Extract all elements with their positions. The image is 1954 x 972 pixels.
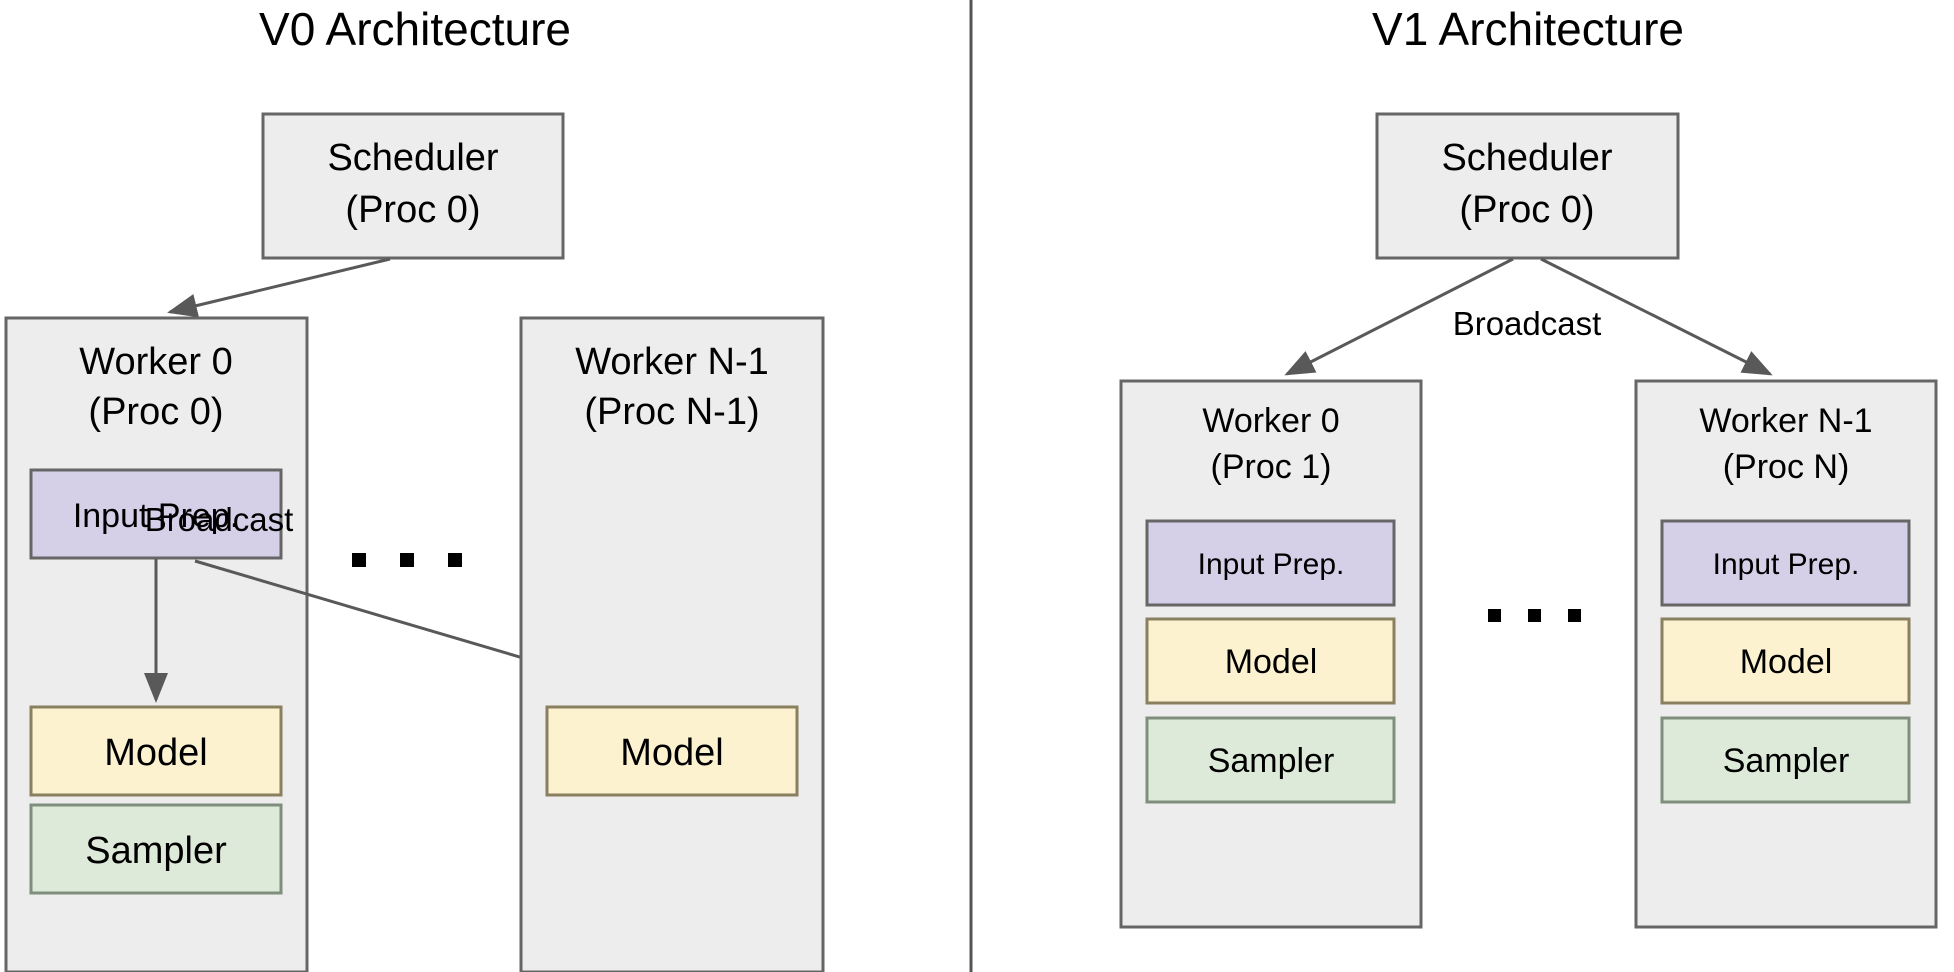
v1-edge-scheduler-to-workern1: [1540, 257, 1773, 376]
v1-worker-n1-title-line2: (Proc N): [1723, 448, 1850, 486]
v1-ellipsis-dot-3: [1568, 609, 1581, 622]
v1-scheduler-box[interactable]: [1375, 112, 1680, 260]
v1-worker-0-sampler-node[interactable]: Sampler: [1145, 716, 1396, 804]
v1-worker-0-input-prep-label: Input Prep.: [1198, 548, 1345, 581]
v0-worker-n1-box[interactable]: [519, 316, 825, 972]
v1-ellipsis-dot-1: [1488, 609, 1501, 622]
v0-worker-0-sampler-box[interactable]: [29, 803, 283, 895]
v1-ellipsis-dot-2: [1528, 609, 1541, 622]
v1-worker-0-input-prep-box[interactable]: [1145, 519, 1396, 607]
v0-worker-0-title-line1: Worker 0: [79, 341, 232, 383]
panel-title-v1: V1 Architecture: [1372, 3, 1684, 55]
v0-worker-0-sampler-node[interactable]: Sampler: [29, 803, 283, 895]
v1-worker-0-sampler-box[interactable]: [1145, 716, 1396, 804]
v0-worker-0-model-box[interactable]: [29, 705, 283, 797]
v0-worker-0-model-node[interactable]: Model: [29, 705, 283, 797]
v1-worker-n1-sampler-box[interactable]: [1660, 716, 1911, 804]
v1-edge-scheduler-to-worker0: [1284, 257, 1514, 376]
v1-worker-n1-input-prep-node[interactable]: Input Prep.: [1660, 519, 1911, 607]
v1-scheduler-label-line2: (Proc 0): [1459, 189, 1594, 231]
v1-worker-0-input-prep-node[interactable]: Input Prep.: [1145, 519, 1396, 607]
v0-scheduler-label-line2: (Proc 0): [345, 189, 480, 231]
v1-worker-n1-title-line1: Worker N-1: [1699, 402, 1872, 440]
v1-scheduler-label-line1: Scheduler: [1441, 137, 1612, 179]
v1-worker-n1-sampler-label: Sampler: [1723, 742, 1850, 780]
v0-worker-n1-title-line2: (Proc N-1): [584, 391, 759, 433]
v0-worker-0-input-prep-node[interactable]: Input Prep.: [29, 468, 283, 560]
v1-broadcast-label: Broadcast: [1453, 305, 1602, 342]
v0-scheduler-box[interactable]: [261, 112, 565, 260]
v1-worker-0-title-line1: Worker 0: [1202, 402, 1339, 440]
v1-worker-0-sampler-label: Sampler: [1208, 742, 1335, 780]
v0-ellipsis-dot-1: [352, 553, 366, 567]
v0-worker-0-sampler-label: Sampler: [85, 830, 227, 872]
v0-scheduler-label-line1: Scheduler: [327, 137, 498, 179]
v1-worker-n1-input-prep-box[interactable]: [1660, 519, 1911, 607]
v0-worker-n1-title-line1: Worker N-1: [575, 341, 769, 383]
v1-worker-n1-container[interactable]: Worker N-1 (Proc N) Input Prep. Model Sa…: [1634, 379, 1938, 929]
v0-ellipsis: [352, 553, 462, 567]
v0-worker-n1-model-box[interactable]: [545, 705, 799, 797]
v1-worker-n1-model-node[interactable]: Model: [1660, 617, 1911, 705]
v1-scheduler-node[interactable]: Scheduler (Proc 0): [1375, 112, 1680, 260]
v0-worker-0-model-label: Model: [104, 732, 208, 774]
v0-worker-n1-model-label: Model: [620, 732, 724, 774]
v1-worker-0-model-box[interactable]: [1145, 617, 1396, 705]
v1-worker-0-title-line2: (Proc 1): [1211, 448, 1332, 486]
v0-edge-scheduler-to-worker0: [167, 257, 391, 318]
panel-title-v0: V0 Architecture: [259, 3, 571, 55]
panel-v0: V0 Architecture Scheduler (Proc 0) Worke…: [4, 3, 825, 972]
v0-worker-0-container[interactable]: Worker 0 (Proc 0) Input Prep. Broadcast …: [4, 316, 309, 972]
v1-worker-n1-sampler-node[interactable]: Sampler: [1660, 716, 1911, 804]
v0-broadcast-label: Broadcast: [145, 501, 294, 538]
v0-worker-n1-container[interactable]: Worker N-1 (Proc N-1) Model: [519, 316, 825, 972]
v0-ellipsis-dot-3: [448, 553, 462, 567]
v1-worker-0-container[interactable]: Worker 0 (Proc 1) Input Prep. Model Samp…: [1119, 379, 1423, 929]
v0-ellipsis-dot-2: [400, 553, 414, 567]
v1-worker-n1-input-prep-label: Input Prep.: [1713, 548, 1860, 581]
v1-ellipsis: [1488, 609, 1581, 622]
v1-worker-0-model-label: Model: [1225, 643, 1318, 681]
v0-worker-n1-model-node[interactable]: Model: [545, 705, 799, 797]
v1-worker-n1-model-box[interactable]: [1660, 617, 1911, 705]
v0-worker-0-input-prep-label: Input Prep.: [73, 497, 239, 535]
panel-v1: V1 Architecture Scheduler (Proc 0) Broad…: [1119, 3, 1938, 929]
v0-worker-0-input-prep-box[interactable]: [29, 468, 283, 560]
v1-worker-n1-model-label: Model: [1740, 643, 1833, 681]
v0-worker-0-title-line2: (Proc 0): [88, 391, 223, 433]
v1-worker-0-model-node[interactable]: Model: [1145, 617, 1396, 705]
v0-scheduler-node[interactable]: Scheduler (Proc 0): [261, 112, 565, 260]
